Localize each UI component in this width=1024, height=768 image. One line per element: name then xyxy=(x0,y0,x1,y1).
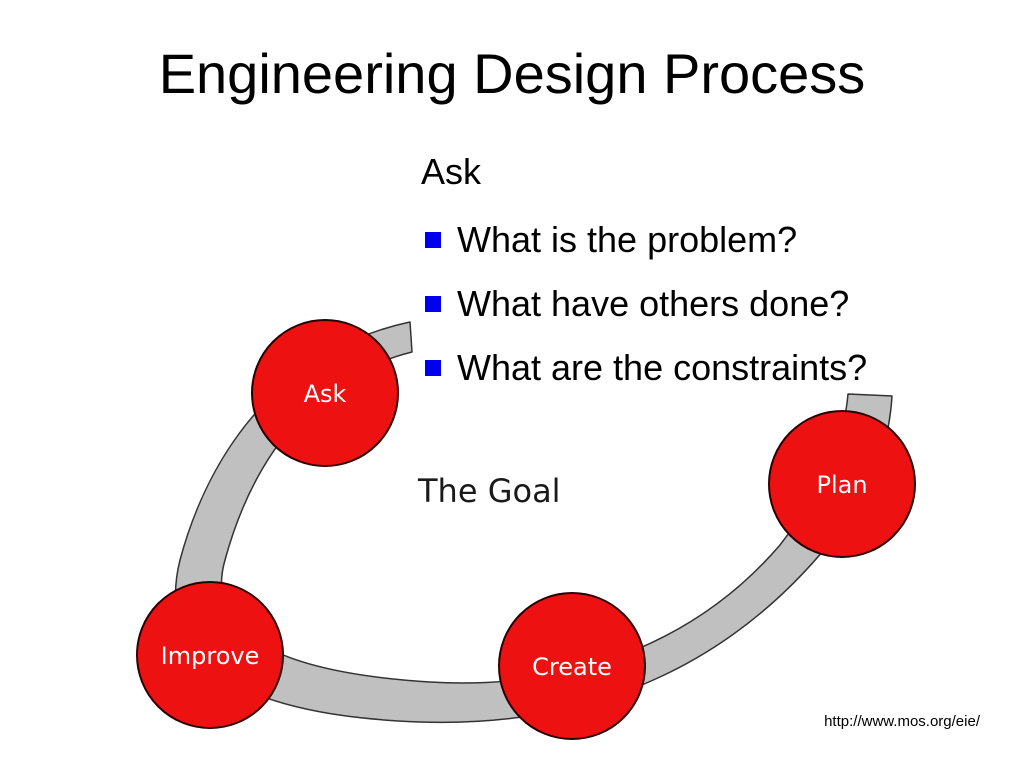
bullet-item-problem: What is the problem? xyxy=(421,208,1021,272)
stage-create-circle xyxy=(498,592,646,740)
stage-plan: Plan xyxy=(768,410,916,558)
stage-plan-label: Plan xyxy=(816,471,867,499)
slide-title: Engineering Design Process xyxy=(158,42,866,105)
bullet-item-text: What are the constraints? xyxy=(457,347,868,388)
square-bullet-icon xyxy=(425,360,441,376)
stage-improve-circle xyxy=(136,581,284,729)
stage-ask: Ask xyxy=(251,319,399,467)
goal-label: The Goal xyxy=(417,472,561,510)
bullet-item-others: What have others done? xyxy=(421,272,1021,336)
source-link[interactable]: http://www.mos.org/eie/ xyxy=(824,713,980,730)
square-bullet-icon xyxy=(425,296,441,312)
bullet-heading: Ask xyxy=(421,151,482,192)
stage-ask-circle xyxy=(251,319,399,467)
stage-plan-circle xyxy=(768,410,916,558)
square-bullet-icon xyxy=(425,232,441,248)
bullet-panel: Ask What is the problem? What have other… xyxy=(421,146,1021,400)
stage-create: Create xyxy=(498,592,646,740)
stage-ask-label: Ask xyxy=(304,380,347,408)
bullet-item-text: What have others done? xyxy=(457,283,850,324)
stage-create-label: Create xyxy=(532,653,612,681)
stage-improve-label: Improve xyxy=(161,642,260,670)
bullet-item-text: What is the problem? xyxy=(457,219,798,260)
stage-improve: Improve xyxy=(136,581,284,729)
bullet-item-constraints: What are the constraints? xyxy=(421,336,1021,400)
